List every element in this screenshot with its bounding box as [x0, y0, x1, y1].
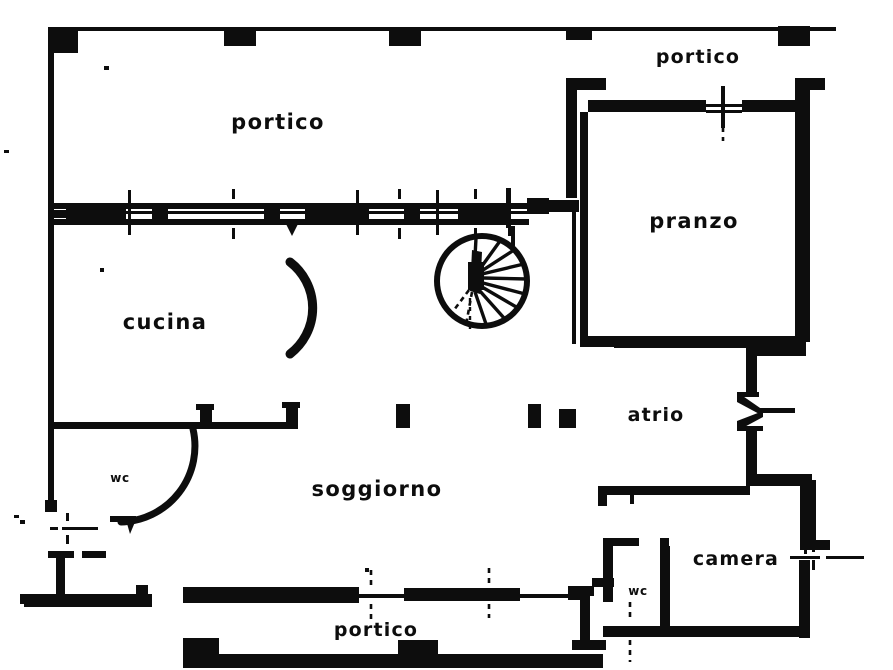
plan-ink [4, 26, 864, 668]
atrio-folding-door [737, 392, 795, 431]
wc-door-arc [110, 425, 199, 534]
camera-window-marks [790, 542, 864, 570]
room-label-portico-bottom: portico [333, 619, 419, 641]
room-label-soggiorno: soggiorno [311, 477, 443, 501]
lower-left-wall-stub [20, 513, 152, 607]
room-label-portico-top: portico [231, 110, 325, 134]
room-label-pranzo: pranzo [649, 209, 739, 233]
cucina-door-arc [285, 257, 318, 359]
room-label-wc-right: wc [628, 584, 648, 598]
left-outer-wall [45, 27, 78, 512]
portico-cucina-wall [54, 188, 530, 239]
bottom-portico-beam [183, 568, 606, 650]
interior-columns [396, 404, 576, 428]
right-outer-wall [737, 344, 830, 550]
bottom-outer-wall [183, 638, 603, 668]
site-reference-marks [4, 66, 369, 572]
soggiorno-right-wall [598, 486, 607, 494]
pranzo-room [506, 78, 825, 348]
room-label-wc-left: wc [110, 471, 130, 485]
room-label-camera: camera [692, 548, 780, 570]
top-portico-beam [52, 26, 836, 53]
room-label-portico-top-right: portico [655, 46, 741, 68]
spiral-staircase [434, 226, 530, 332]
room-label-atrio: atrio [627, 404, 685, 426]
camera-area-walls [592, 486, 864, 662]
room-label-cucina: cucina [122, 310, 208, 334]
cucina-soggiorno-wall [54, 402, 300, 429]
